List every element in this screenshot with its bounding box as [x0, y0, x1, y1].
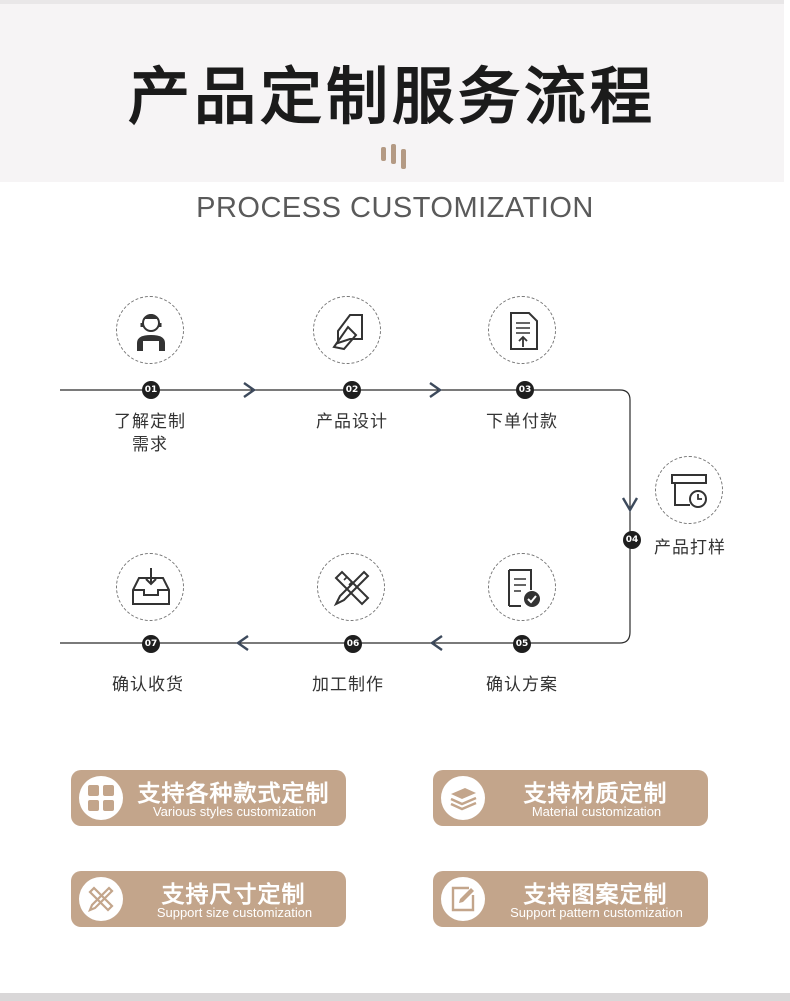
sample-box-clock-icon [655, 456, 723, 524]
step-label-line: 了解定制 [114, 412, 186, 432]
feature-badge-size: 支持尺寸定制 Support size customization [71, 871, 346, 927]
pencil-ruler-icon [79, 877, 123, 921]
step-number-badge: 01 [142, 381, 160, 399]
edit-pattern-icon [441, 877, 485, 921]
design-tool-icon [313, 296, 381, 364]
step-label: 确认方案 [486, 675, 558, 695]
step-number-badge: 07 [142, 635, 160, 653]
feature-badge-styles: 支持各种款式定制 Various styles customization [71, 770, 346, 826]
step-number-badge: 06 [344, 635, 362, 653]
step-label: 了解定制 需求 [98, 411, 202, 457]
customer-service-icon [116, 296, 184, 364]
page-title: 产品定制服务流程 [127, 60, 656, 133]
feature-title: 支持图案定制 [523, 882, 668, 908]
feature-subtitle: Various styles customization [152, 804, 317, 819]
step-label: 产品打样 [654, 538, 726, 558]
step-number-badge: 02 [343, 381, 361, 399]
page-subtitle: PROCESS CUSTOMIZATION [196, 192, 594, 224]
feature-subtitle: Material customization [531, 804, 662, 819]
feature-title: 支持材质定制 [523, 781, 668, 807]
flow-arrow-left-2 [235, 635, 249, 651]
footer-strip [0, 993, 790, 1001]
step-number-badge: 03 [516, 381, 534, 399]
step-label: 产品设计 [316, 412, 388, 432]
receive-inbox-icon [116, 553, 184, 621]
step-label: 下单付款 [486, 412, 558, 432]
step-label: 确认收货 [112, 675, 184, 695]
pencil-ruler-icon [317, 553, 385, 621]
feature-title: 支持尺寸定制 [161, 882, 306, 908]
step-label-line: 需求 [132, 435, 168, 455]
header-band: 产品定制服务流程 [0, 0, 784, 182]
flow-arrow-right-1 [243, 382, 257, 398]
feature-subtitle: Support size customization [156, 905, 313, 920]
flow-arrow-right-2 [429, 382, 443, 398]
step-number-badge: 04 [623, 531, 641, 549]
flow-arrow-down [621, 497, 639, 513]
order-document-icon [488, 296, 556, 364]
flow-arrow-left-1 [429, 635, 443, 651]
feature-badge-material: 支持材质定制 Material customization [433, 770, 708, 826]
feature-badge-pattern: 支持图案定制 Support pattern customization [433, 871, 708, 927]
confirm-plan-icon [488, 553, 556, 621]
grid-styles-icon [79, 776, 123, 820]
step-number-badge: 05 [513, 635, 531, 653]
feature-subtitle: Support pattern customization [510, 905, 683, 920]
feature-title: 支持各种款式定制 [137, 781, 330, 807]
material-stack-icon [441, 776, 485, 820]
step-label: 加工制作 [312, 675, 384, 695]
